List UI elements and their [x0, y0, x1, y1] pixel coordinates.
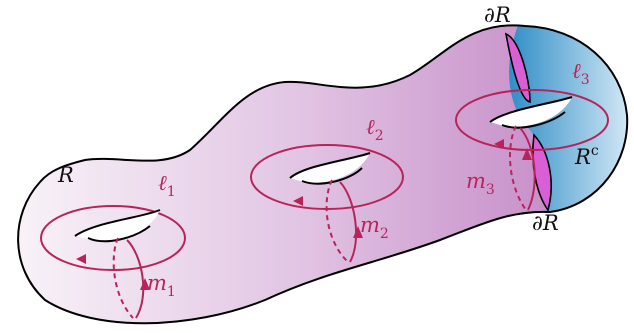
label-R: R	[57, 163, 74, 187]
label-boundary-top: ∂R	[484, 3, 511, 27]
label-boundary-bottom: ∂R	[532, 211, 559, 235]
